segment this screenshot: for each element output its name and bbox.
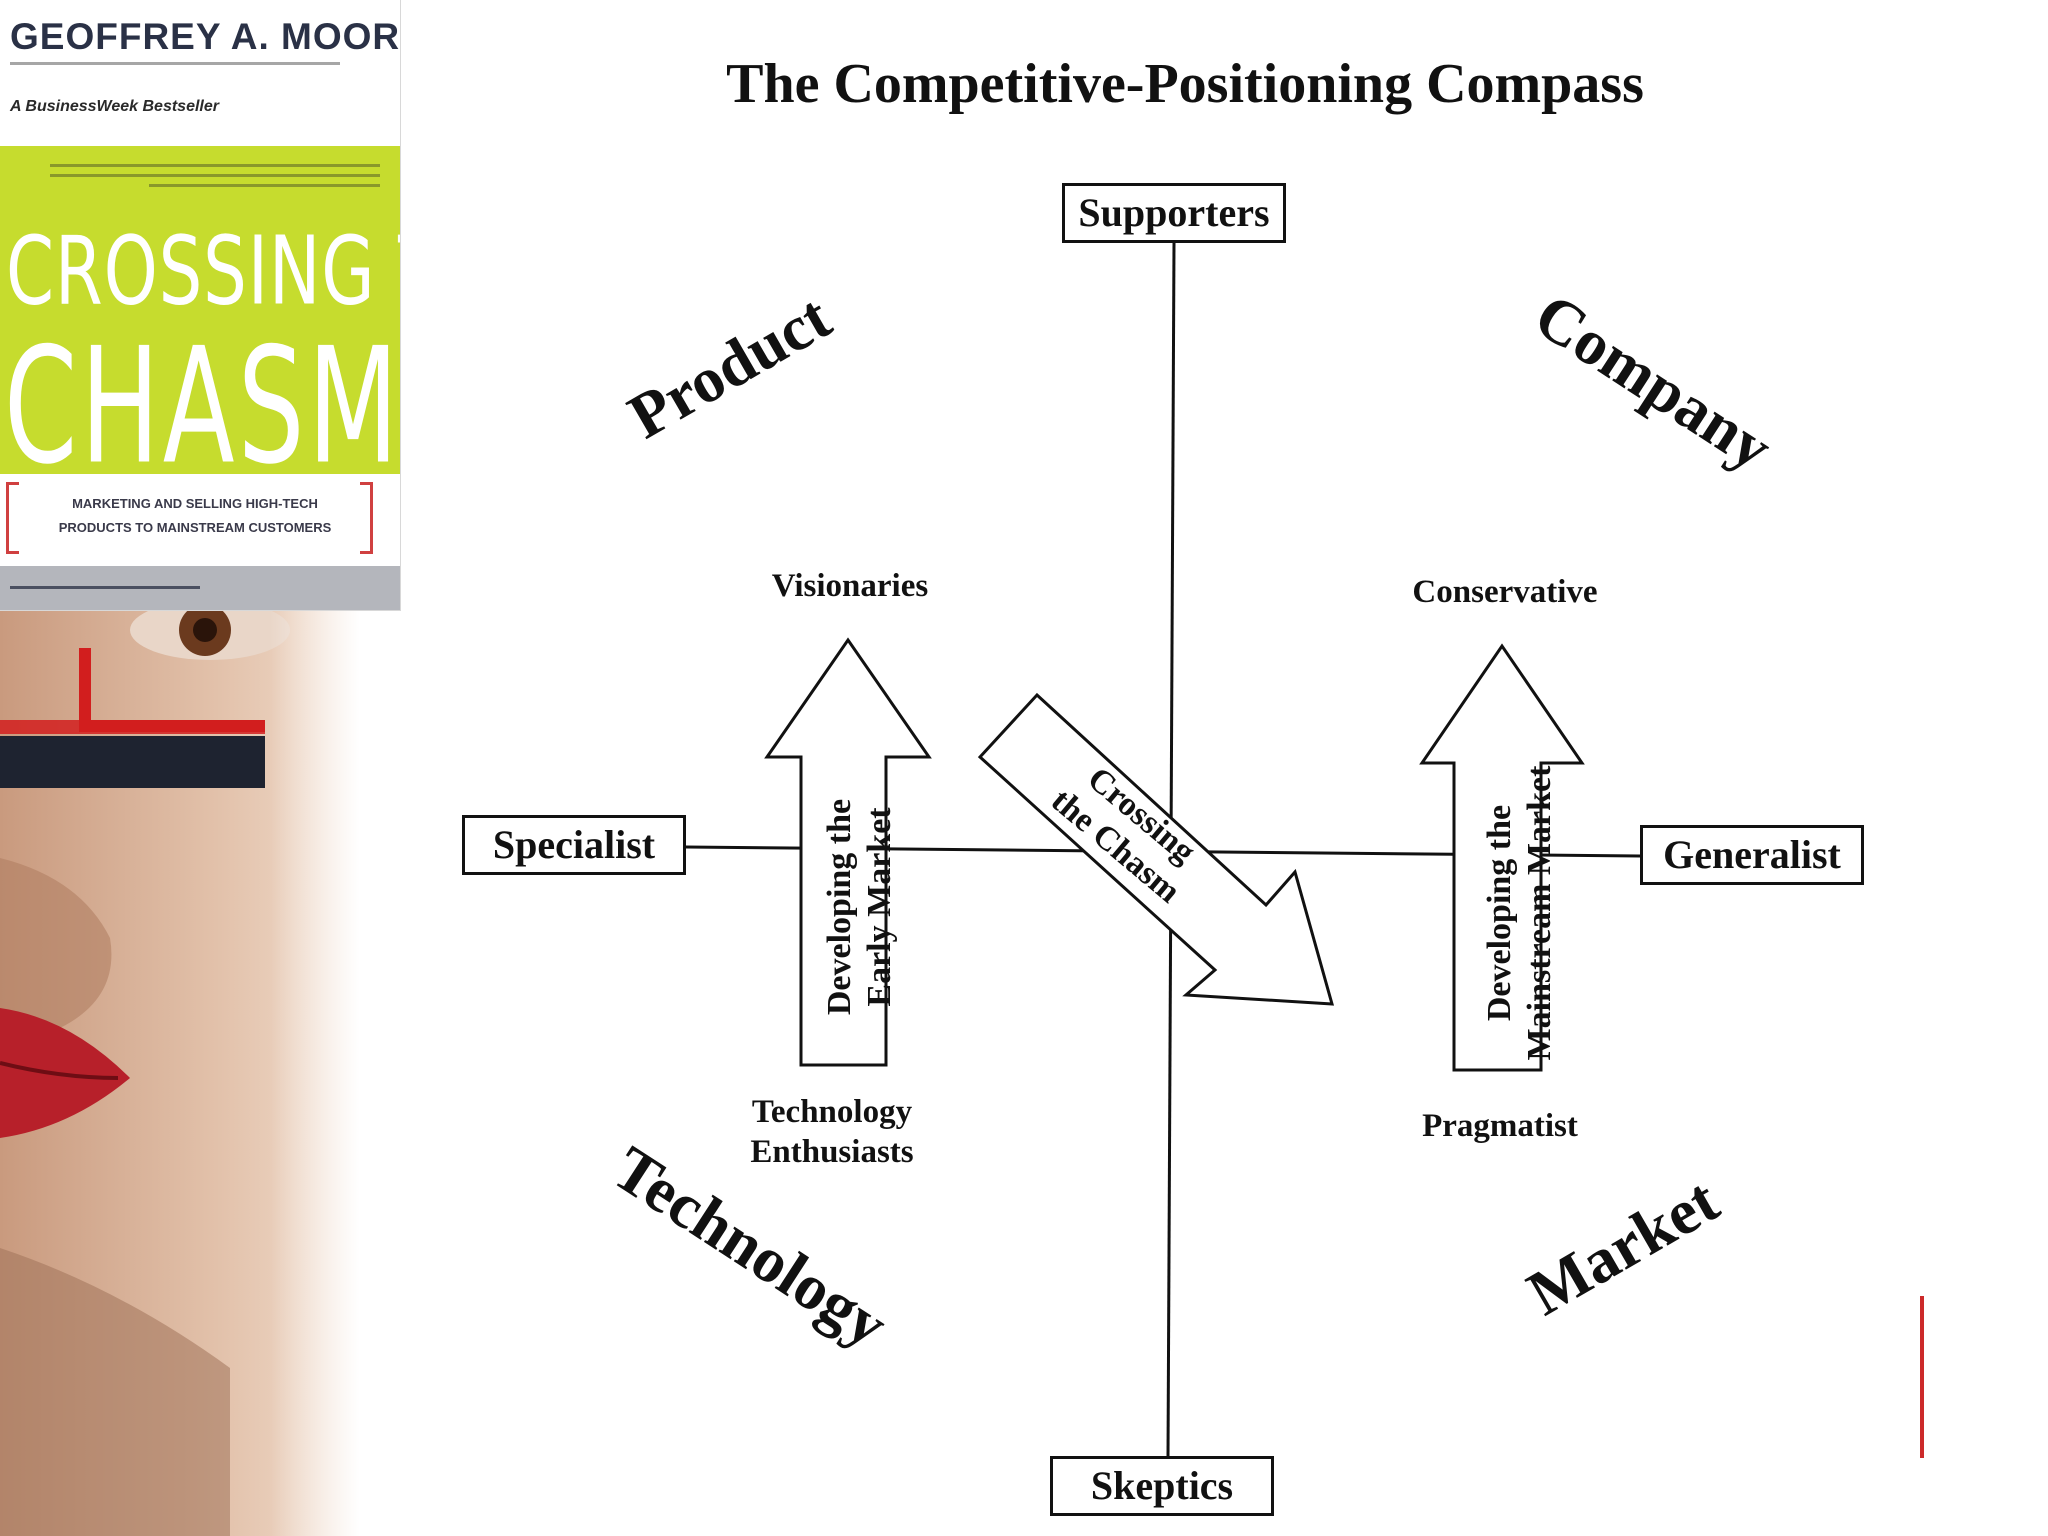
book-cover: GEOFFREY A. MOORE A BusinessWeek Bestsel…: [0, 0, 400, 610]
face-photo: [0, 608, 360, 1536]
book-author: GEOFFREY A. MOORE: [10, 16, 400, 57]
book-subtitle-line2: PRODUCTS TO MAINSTREAM CUSTOMERS: [58, 520, 332, 535]
supporters-box: Supporters: [1062, 183, 1286, 243]
specialist-box: Specialist: [462, 815, 686, 875]
mainstream-market-arrow-label-line2: Mainstream Market: [1521, 765, 1558, 1061]
book-publisher-band: [0, 566, 400, 610]
label-technology-enthusiasts-line1: Technology: [751, 1094, 913, 1130]
mainstream-market-arrow-label: Developing the Mainstream Market: [1480, 748, 1570, 1078]
face-photo-graphic: [0, 608, 360, 1536]
label-technology-enthusiasts-line2: Enthusiasts: [750, 1134, 914, 1170]
book-publisher-rule: [10, 586, 200, 589]
book-title-panel: CROSSING THE CHASM: [0, 146, 400, 500]
diagram-title: The Competitive-Positioning Compass: [726, 53, 1644, 115]
book-author-tagline-rule: [10, 62, 340, 65]
early-market-arrow-label: Developing the Early Market: [820, 747, 910, 1067]
book-subtitle: MARKETING AND SELLING HIGH-TECH PRODUCTS…: [30, 492, 360, 540]
label-technology-enthusiasts: Technology Enthusiasts: [712, 1092, 952, 1172]
bracket-left-decoration: [6, 482, 19, 554]
book-badge: A BusinessWeek Bestseller: [10, 98, 219, 115]
book-subtitle-line1: MARKETING AND SELLING HIGH-TECH: [72, 496, 318, 511]
early-market-arrow: [764, 637, 932, 1067]
red-accent-line: [1920, 1296, 1924, 1458]
book-blurb-lines: [50, 164, 380, 194]
crossing-the-chasm-arrow: [977, 692, 1335, 1006]
book-title-line2: CHASM: [4, 314, 400, 501]
mainstream-market-arrow-label-line1: Developing the: [1481, 804, 1518, 1022]
skeptics-box: Skeptics: [1050, 1456, 1274, 1516]
early-market-arrow-label-line2: Early Market: [861, 807, 898, 1007]
bracket-right-decoration: [360, 482, 373, 554]
label-conservative: Conservative: [1412, 574, 1598, 610]
label-pragmatist: Pragmatist: [1422, 1108, 1578, 1144]
book-subtitle-panel: MARKETING AND SELLING HIGH-TECH PRODUCTS…: [0, 474, 400, 566]
mainstream-market-arrow: [1419, 643, 1585, 1072]
book-title-line1: CROSSING THE: [6, 216, 400, 326]
generalist-box: Generalist: [1640, 825, 1864, 885]
label-visionaries: Visionaries: [771, 568, 929, 604]
early-market-arrow-label-line1: Developing the: [821, 798, 858, 1016]
